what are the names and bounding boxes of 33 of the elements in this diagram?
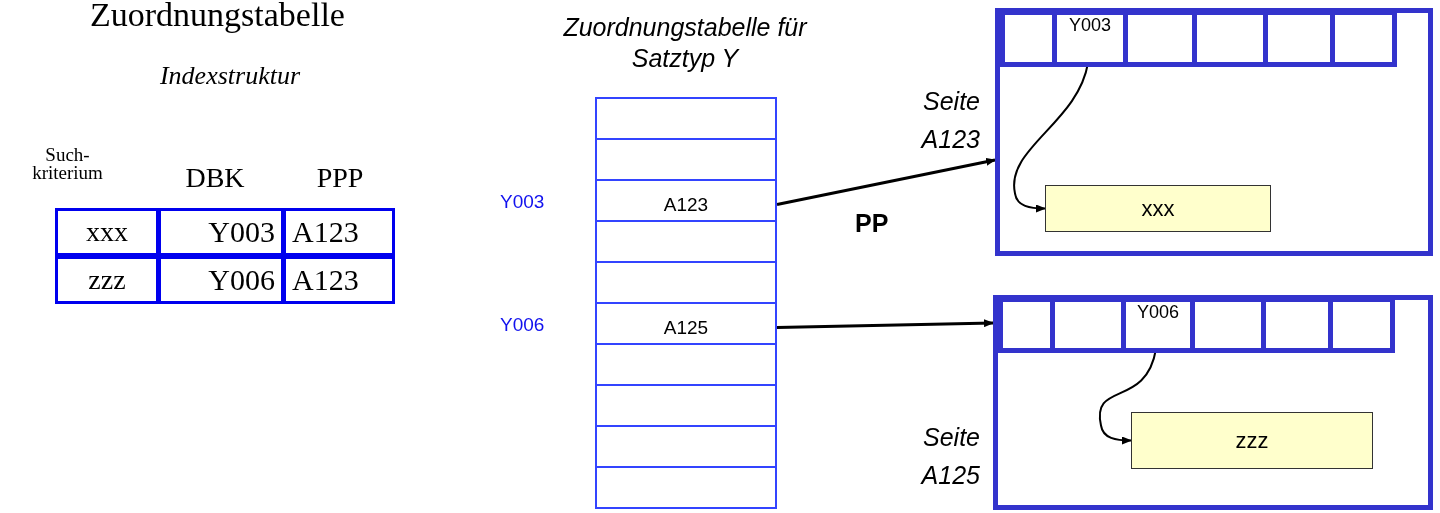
column-header: Such- kriterium bbox=[31, 143, 104, 182]
table-row bbox=[595, 343, 777, 386]
table-row bbox=[595, 138, 777, 181]
table-row bbox=[595, 466, 777, 509]
table-cell: A123 bbox=[283, 256, 395, 304]
table-heading: Zuordnungstabelle für Satztyp Y bbox=[562, 12, 809, 74]
page-box bbox=[993, 295, 1433, 510]
table-cell: xxx bbox=[55, 208, 159, 256]
column-header: DBK bbox=[184, 161, 246, 195]
page-heading: Seite A125 bbox=[919, 422, 980, 491]
page-box bbox=[995, 8, 1433, 256]
title: Zuordnungstabelle bbox=[90, 0, 345, 34]
table-row: A125 bbox=[595, 302, 777, 345]
table-row bbox=[595, 220, 777, 263]
row-key: Y006 bbox=[500, 314, 545, 336]
table-cell: Y003 bbox=[158, 208, 284, 256]
table-row bbox=[595, 384, 777, 427]
table-row bbox=[595, 425, 777, 468]
arrow bbox=[776, 319, 994, 329]
record-box: zzz bbox=[1131, 412, 1373, 469]
table-cell: Y006 bbox=[158, 256, 284, 304]
table-cell: zzz bbox=[55, 256, 159, 304]
record-box: xxx bbox=[1045, 185, 1271, 232]
table-row bbox=[595, 97, 777, 140]
page-heading: Seite A123 bbox=[919, 86, 980, 155]
arrow bbox=[776, 157, 996, 206]
pointer-label: PP bbox=[855, 208, 890, 239]
table-cell: A123 bbox=[283, 208, 395, 256]
column-header: PPP bbox=[315, 161, 365, 195]
row-key: Y003 bbox=[500, 191, 545, 213]
subtitle: Indexstruktur bbox=[158, 60, 302, 92]
table-row bbox=[595, 261, 777, 304]
table-row: A123 bbox=[595, 179, 777, 222]
